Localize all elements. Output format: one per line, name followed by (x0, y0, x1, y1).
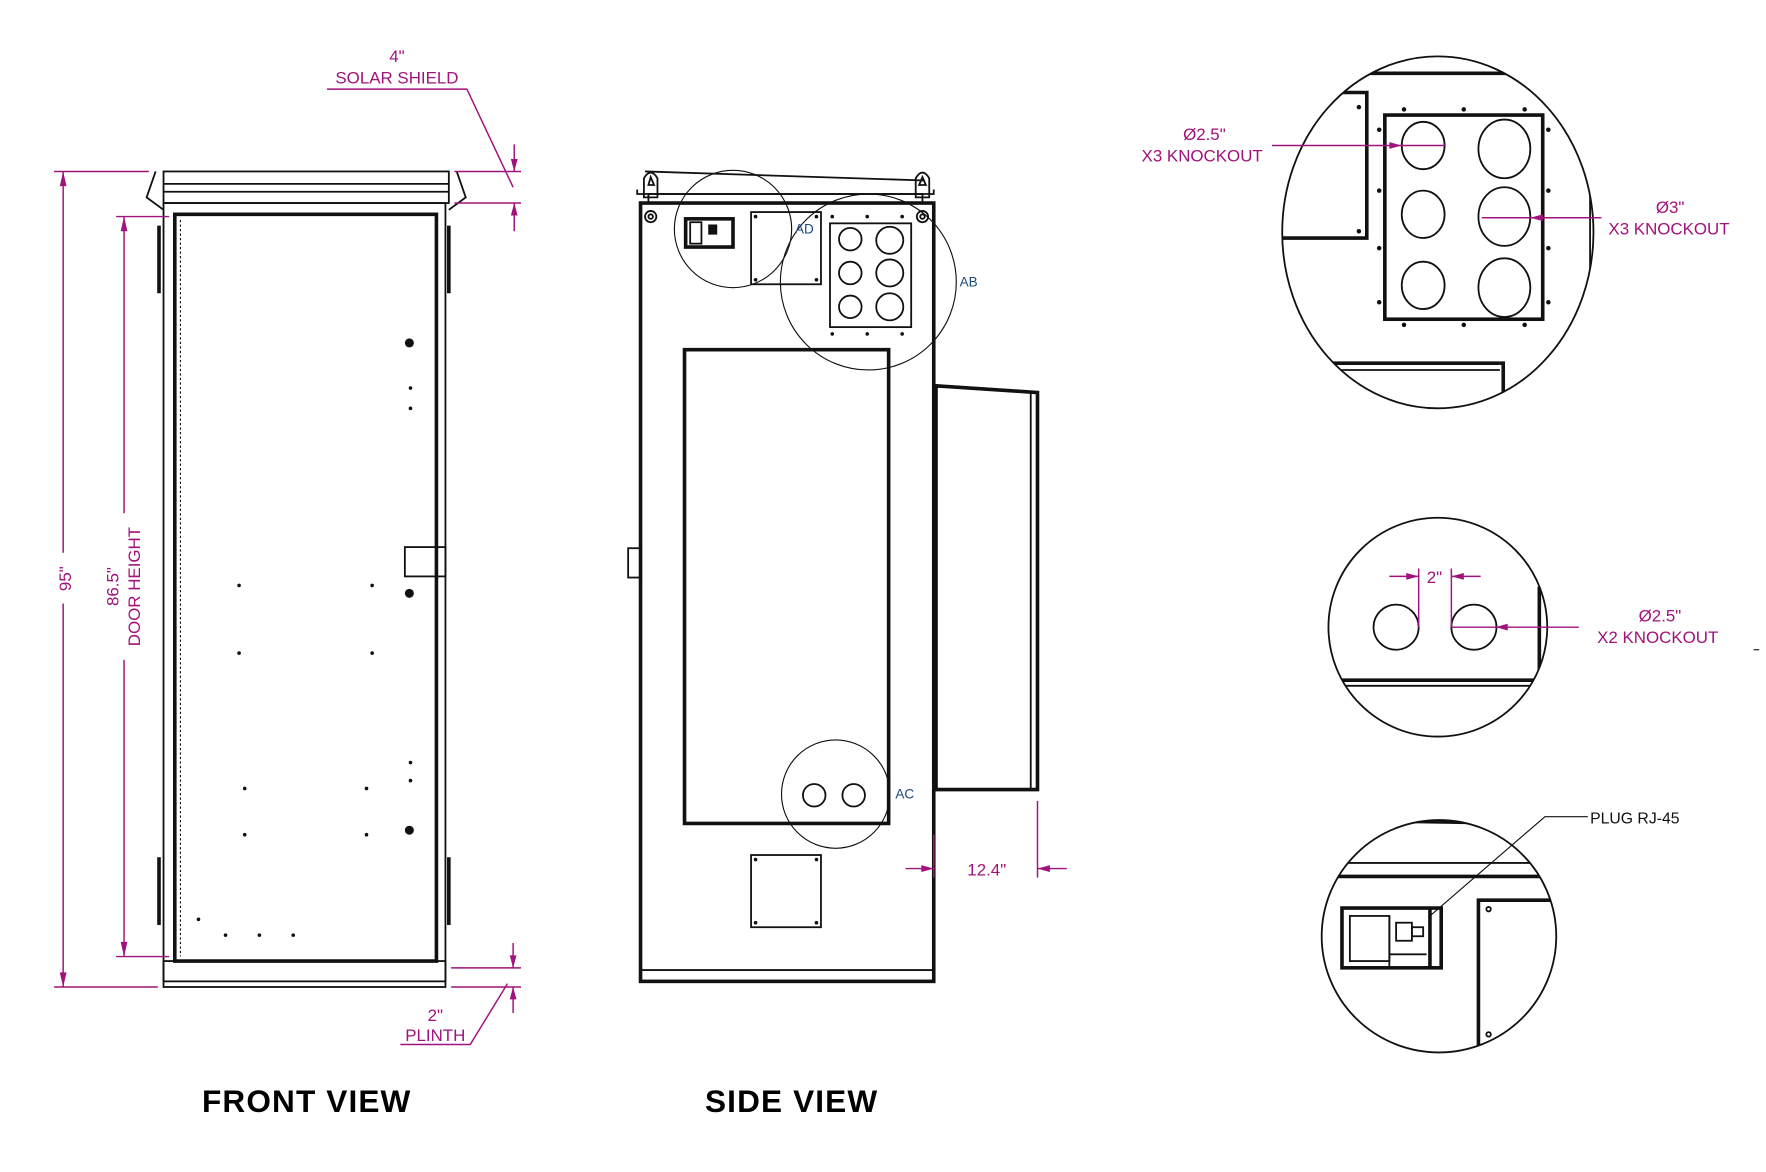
detail-ab: Ø2.5" X3 KNOCKOUT Ø3" X3 KNOCKOUT (1142, 55, 1730, 410)
rj45-housing (683, 217, 735, 249)
detail-ac: 2" Ø2.5" X2 KNOCKOUT (1327, 516, 1718, 738)
knockout-spacing: 2" (1427, 568, 1442, 587)
plug-rj45-callout: PLUG RJ-45 (1590, 810, 1680, 827)
overall-height-dimension: 95" (54, 170, 158, 988)
door-fasteners (196, 338, 414, 937)
side-view: AD AB AC 12.4" SIDE VIEW (627, 169, 1067, 1119)
plinth-dimension: 2" PLINTH (400, 943, 522, 1046)
front-view-title: FRONT VIEW (202, 1083, 411, 1119)
overall-height-value: 95" (56, 566, 75, 591)
door-handle (403, 546, 447, 578)
callout-ac: AC (895, 787, 914, 802)
knockout-plate (829, 214, 913, 336)
access-panel (750, 211, 822, 286)
door-height-dimension: 86.5" DOOR HEIGHT (103, 215, 170, 958)
small-knockout-diameter: Ø2.5" (1183, 125, 1226, 144)
open-door-profile (934, 383, 1040, 792)
detail-ad: PLUG RJ-45 (1320, 810, 1680, 1054)
door-depth-value: 12.4" (967, 860, 1006, 879)
door-height-label: DOOR HEIGHT (125, 527, 144, 646)
large-knockout-quantity: X3 KNOCKOUT (1608, 220, 1729, 239)
side-view-title: SIDE VIEW (705, 1083, 878, 1119)
small-knockout-quantity: X3 KNOCKOUT (1142, 146, 1263, 165)
door-height-value: 86.5" (103, 567, 122, 606)
solar-shield (145, 170, 467, 211)
detail-callout-circles: AD AB AC (673, 169, 978, 849)
solar-shield-dimension: 4" SOLAR SHIELD (327, 47, 522, 232)
lower-panel (750, 854, 822, 929)
callout-ab: AB (960, 275, 978, 290)
side-door (682, 347, 891, 826)
cabinet-body (157, 202, 451, 988)
lifting-eye-icon (643, 171, 931, 199)
knockout-quantity: X2 KNOCKOUT (1597, 628, 1718, 647)
large-knockout-diameter: Ø3" (1656, 198, 1685, 217)
front-view: 95" 86.5" DOOR HEIGHT 4" SOLAR SHIELD (54, 47, 522, 1119)
door-depth-dimension: 12.4" (905, 800, 1067, 879)
callout-ad: AD (795, 221, 814, 236)
solar-shield-label: SOLAR SHIELD (335, 68, 458, 87)
plinth-label: PLINTH (405, 1026, 465, 1045)
knockout-diameter: Ø2.5" (1639, 607, 1682, 626)
plinth-value: 2" (428, 1006, 443, 1025)
rj45-plug-icon (1340, 906, 1444, 970)
solar-shield-value: 4" (389, 47, 404, 66)
